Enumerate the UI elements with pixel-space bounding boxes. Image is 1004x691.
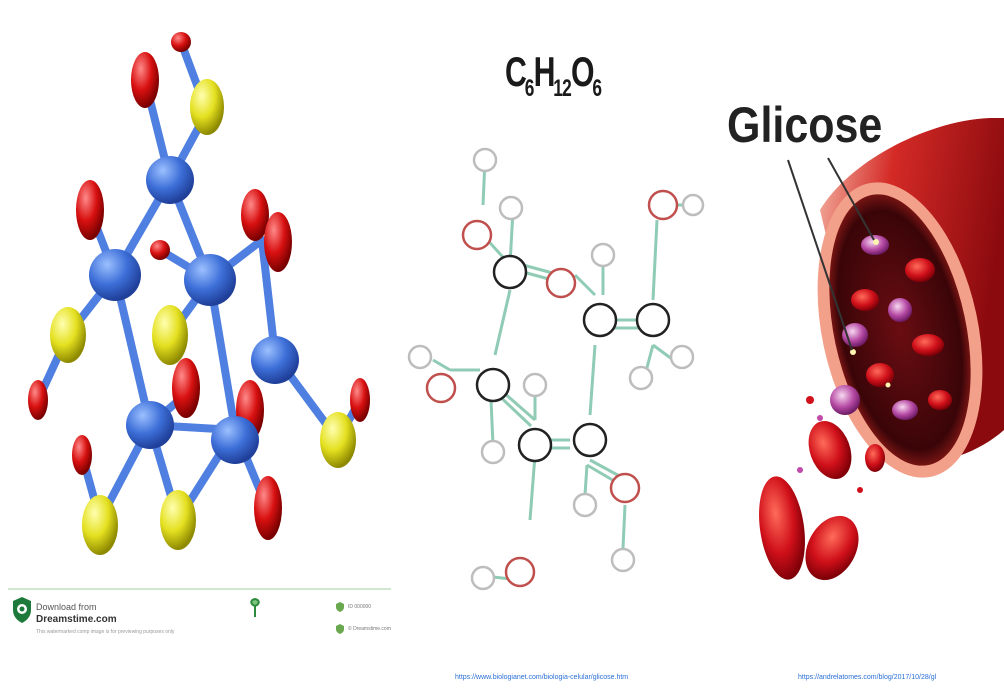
glucose-3d-model: Download from Dreamstime.com This waterm… bbox=[0, 0, 400, 691]
molecular-formula: C6H12O6 bbox=[505, 48, 602, 102]
shield-icon bbox=[12, 596, 32, 624]
watermark-line2: Dreamstime.com bbox=[36, 614, 117, 625]
source-link-blood[interactable]: https://andrelatomes.com/blog/2017/10/28… bbox=[798, 674, 937, 681]
small-shield-icon bbox=[336, 602, 344, 612]
watermark-line3: This watermarked comp image is for previ… bbox=[36, 629, 175, 635]
watermark-side1: ID 000000 bbox=[348, 604, 372, 610]
small-shield-icon bbox=[336, 624, 344, 634]
watermark-line1: Download from bbox=[36, 602, 97, 612]
escaping-cells bbox=[759, 396, 885, 581]
source-link-biologianet[interactable]: https://www.biologianet.com/biologia-cel… bbox=[455, 674, 629, 681]
watermark-bar: Download from Dreamstime.com This waterm… bbox=[8, 588, 391, 652]
glicose-label: Glicose bbox=[727, 97, 883, 153]
label-pointer-lines bbox=[787, 157, 875, 351]
structure-svg bbox=[407, 147, 705, 591]
watermark-side2: © Dreamstime.com bbox=[348, 626, 391, 632]
blood-vessel-svg bbox=[759, 118, 1004, 581]
blood-vessel-illustration: Glicose https://andrelatomes.com/blog/20… bbox=[700, 0, 1004, 691]
glucose-structural-formula: C6H12O6 bbox=[395, 0, 725, 691]
cells-inside bbox=[830, 235, 952, 420]
atoms bbox=[28, 32, 370, 555]
struct-atoms bbox=[407, 147, 705, 591]
ball-stick-svg bbox=[28, 32, 370, 555]
leaf-icon bbox=[248, 598, 262, 618]
